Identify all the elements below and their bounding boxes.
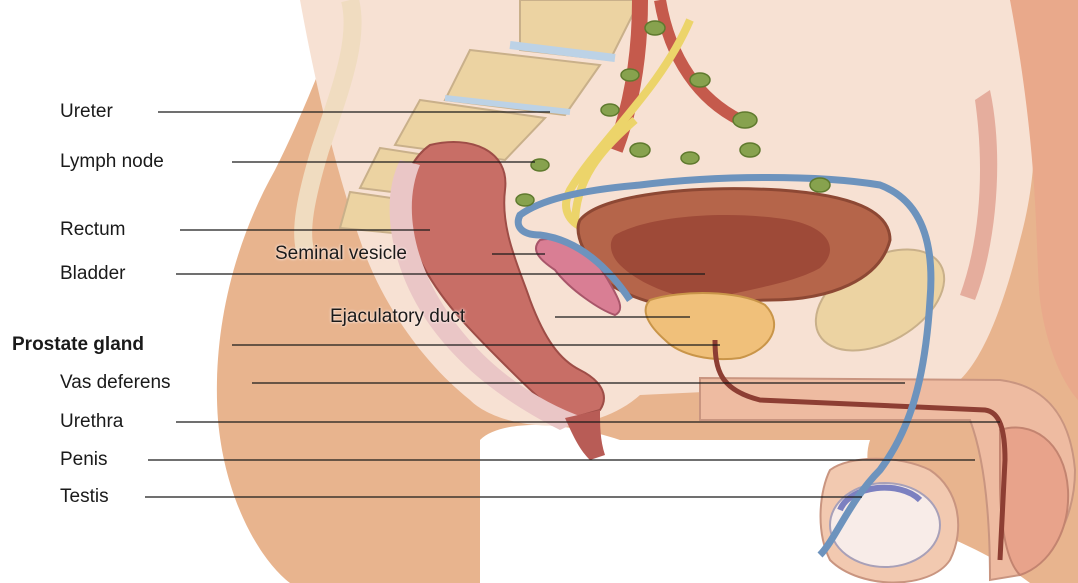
testis-shape bbox=[830, 483, 940, 567]
label-testis: Testis bbox=[60, 486, 109, 508]
label-rectum: Rectum bbox=[60, 219, 125, 241]
label-bladder: Bladder bbox=[60, 263, 126, 285]
label-lymph-node: Lymph node bbox=[60, 151, 164, 173]
label-urethra: Urethra bbox=[60, 411, 123, 433]
label-penis: Penis bbox=[60, 449, 108, 471]
label-vas-deferens: Vas deferens bbox=[60, 372, 171, 394]
anal-canal bbox=[565, 410, 605, 460]
label-seminal-vesicle: Seminal vesicle bbox=[275, 243, 407, 265]
label-ejaculatory-duct: Ejaculatory duct bbox=[330, 306, 465, 328]
label-ureter: Ureter bbox=[60, 101, 113, 123]
label-prostate-gland: Prostate gland bbox=[12, 334, 144, 356]
